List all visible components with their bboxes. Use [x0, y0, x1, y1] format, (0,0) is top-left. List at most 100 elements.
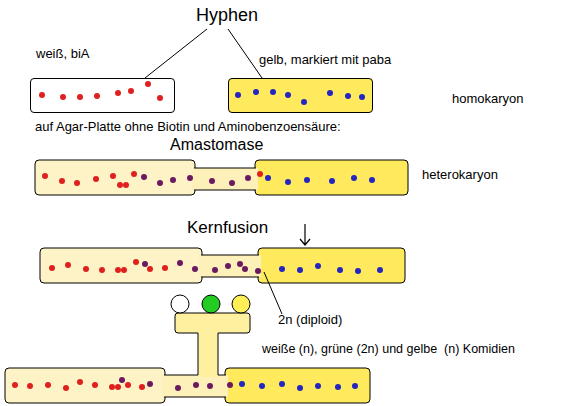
nucleus-dot — [117, 182, 123, 188]
hypha-bridge — [192, 168, 258, 190]
nucleus-dot — [329, 178, 335, 184]
hypha-segment — [5, 368, 165, 403]
nucleus-dot — [77, 379, 83, 385]
nucleus-dot — [131, 171, 137, 177]
nucleus-dot — [235, 92, 241, 98]
nucleus-dot — [128, 88, 134, 94]
hypha-wall — [201, 277, 259, 278]
nucleus-dot — [253, 89, 259, 95]
nucleus-dot — [239, 381, 245, 387]
hypha-label: weiß, biA — [36, 46, 89, 61]
conidium-green — [202, 295, 220, 313]
hypha-wall — [164, 375, 226, 376]
conidiophore-fill — [175, 313, 250, 377]
hypha-label: gelb, markiert mit paba — [259, 52, 391, 67]
nucleus-dot — [45, 382, 51, 388]
nucleus-dot — [121, 267, 127, 273]
callout-label: 2n (diploid) — [278, 313, 342, 328]
nucleus-dot — [42, 173, 48, 179]
conidiophore-outline — [175, 313, 250, 375]
nucleus-dot — [297, 267, 303, 273]
nucleus-dot — [177, 260, 183, 266]
nucleus-dot — [162, 265, 168, 271]
hypha-segment — [35, 160, 195, 195]
hypha-wall — [194, 168, 256, 169]
nucleus-dot — [147, 266, 153, 272]
leader-line — [264, 272, 282, 314]
hypha-segment — [40, 248, 202, 283]
step-heading: Amastomase — [170, 136, 263, 154]
conidium-white — [171, 295, 189, 313]
nucleus-dot — [259, 383, 265, 389]
arrow-symbol — [300, 224, 310, 245]
nucleus-dot — [187, 175, 193, 181]
nucleus-dot — [192, 266, 198, 272]
nucleus-dot — [315, 263, 321, 269]
nucleus-dot — [123, 182, 129, 188]
nucleus-dot — [109, 384, 115, 390]
nucleus-dot — [145, 81, 151, 87]
nucleus-dot — [212, 267, 218, 273]
nucleus-dot — [125, 382, 131, 388]
nucleus-dot — [345, 93, 351, 99]
nucleus-dot — [369, 177, 375, 183]
nucleus-dot — [49, 265, 55, 271]
nucleus-dot — [93, 176, 99, 182]
nucleus-dot — [265, 175, 271, 181]
nucleus-dot — [245, 175, 251, 181]
nucleus-dot — [94, 93, 100, 99]
nucleus-dot — [229, 180, 235, 186]
nucleus-dot — [207, 383, 213, 389]
title: Hyphen — [196, 5, 258, 26]
nucleus-dot — [142, 261, 148, 267]
nucleus-dot — [12, 382, 18, 388]
stage-label: homokaryon — [452, 92, 524, 107]
nucleus-dot — [147, 381, 153, 387]
nucleus-dot — [337, 267, 343, 273]
callout-label: weiße (n), grüne (2n) und gelbe (n) Komi… — [262, 342, 515, 356]
nucleus-dot — [59, 178, 65, 184]
nucleus-dot — [242, 266, 248, 272]
nucleus-dot — [193, 382, 199, 388]
nucleus-dot — [279, 266, 285, 272]
condition-note: auf Agar-Platte ohne Biotin und Aminoben… — [35, 120, 341, 135]
nucleus-dot — [209, 178, 215, 184]
nucleus-dot — [359, 94, 365, 100]
nucleus-dot — [139, 384, 145, 390]
conidium-yellow — [232, 295, 250, 313]
hypha-wall — [194, 190, 256, 191]
nucleus-dot — [74, 180, 80, 186]
nucleus-dot — [77, 94, 83, 100]
hypha-bridge — [199, 255, 261, 277]
hypha-segment — [225, 368, 370, 403]
nucleus-dot — [141, 174, 147, 180]
nucleus-dot — [115, 384, 121, 390]
nucleus-dot — [170, 177, 176, 183]
nucleus-dot — [63, 385, 69, 391]
hypha-wall — [201, 255, 259, 256]
nucleus-dot — [335, 384, 341, 390]
hypha-bridge — [162, 375, 228, 397]
step-heading: Kernfusion — [187, 218, 268, 238]
nucleus-dot — [225, 263, 231, 269]
nucleus-dot — [285, 92, 291, 98]
nucleus-dot — [285, 179, 291, 185]
nucleus-dot — [27, 383, 33, 389]
nucleus-dot — [270, 89, 276, 95]
nucleus-dot — [175, 385, 181, 391]
nucleus-dot — [83, 266, 89, 272]
hypha-box: gelb, markiert mit paba — [228, 78, 373, 113]
hypha-segment — [258, 248, 405, 283]
nucleus-dot — [297, 385, 303, 391]
nucleus-dot — [157, 95, 163, 101]
nucleus-dot — [133, 259, 139, 265]
nucleus-dot — [65, 262, 71, 268]
nucleus-dot — [119, 377, 125, 383]
nucleus-dot — [257, 171, 263, 177]
nucleus-dot — [351, 175, 357, 181]
pointer-line — [228, 29, 262, 78]
nucleus-dot — [355, 268, 361, 274]
nucleus-dot — [227, 382, 233, 388]
hypha-segment — [255, 160, 408, 195]
